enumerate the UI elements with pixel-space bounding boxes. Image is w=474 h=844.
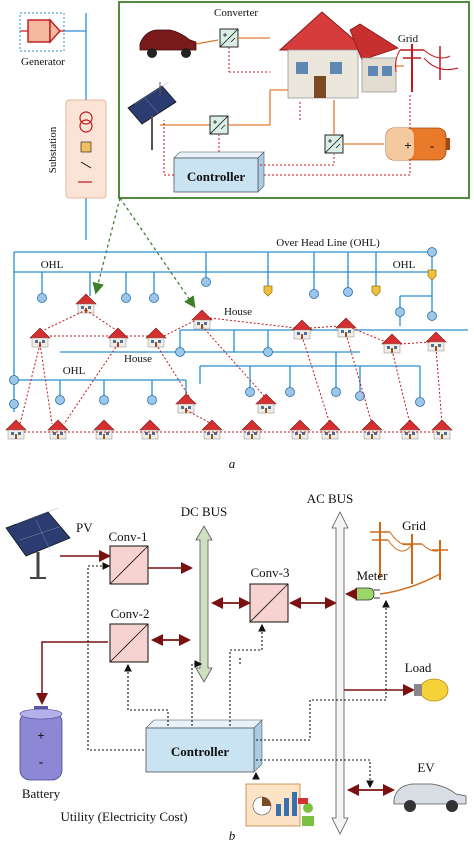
dc-bus-arrow [195,525,213,683]
zoom-arrow-2 [119,197,196,309]
conv1-label: Conv-1 [109,529,148,544]
distribution-network [13,251,468,412]
zoom-arrow-1 [92,197,121,295]
pv-panel-icon [5,507,71,579]
converter-label: Converter [214,7,258,19]
battery-icon-a [385,127,450,161]
dc-bus-label: DC BUS [181,504,228,519]
switch-nodes [9,247,437,409]
panel-b: PV Conv-1 Conv-2 DC BUS Conv-3 AC BUS [5,491,467,843]
generator-label: Generator [21,56,65,68]
panel-a: Generator Substation Converter [5,1,470,471]
ohl-label-2: OHL [393,259,416,271]
ac-bus-arrow [331,511,349,835]
grid-tower-icon [395,44,459,92]
meter-icon [355,587,380,601]
car-icon [139,29,197,58]
battery-b-minus: - [39,754,43,769]
house-label-1: House [224,306,252,318]
substation-icon [65,99,107,199]
ev-label: EV [417,760,435,775]
caption-b: b [229,828,236,843]
ohl-label-1: OHL [41,259,64,271]
substation-label: Substation [47,126,59,173]
battery-b-plus: + [37,728,44,743]
conv3-label: Conv-3 [251,565,290,580]
utility-icon [245,783,314,827]
battery-label-b: Battery [22,786,61,801]
grid-label-b: Grid [402,518,426,533]
caption-a: a [229,456,236,471]
breaker-nodes [263,269,437,297]
control-signals [87,562,390,789]
house-label-2: House [124,353,152,365]
controller-label: Controller [187,169,245,184]
ohl-label-3: OHL [63,365,86,377]
ac-bus-label: AC BUS [307,491,354,506]
controller-label-b: Controller [171,744,229,759]
house-icon [278,11,399,99]
utility-label: Utility (Electricity Cost) [60,809,187,824]
load-bulb-icon [414,678,449,702]
house-system-frame [118,1,470,199]
battery-minus-label: - [430,138,434,153]
pv-label: PV [76,520,93,535]
grid-label: Grid [398,33,419,45]
grid-poles-icon [370,522,448,584]
controller-box-b [145,719,263,773]
solar-panel-icon [127,81,177,150]
controller-box [173,151,265,193]
battery-plus-label: + [404,138,411,153]
ev-car-icon [393,783,467,812]
load-label: Load [405,660,432,675]
meter-label: Meter [356,568,388,583]
battery-icon-b [19,706,63,781]
conv2-label: Conv-2 [111,606,150,621]
generator-icon [19,12,66,52]
converter-icon [219,28,239,48]
tie-lines [19,309,443,433]
ohl-full-label: Over Head Line (OHL) [276,237,380,249]
